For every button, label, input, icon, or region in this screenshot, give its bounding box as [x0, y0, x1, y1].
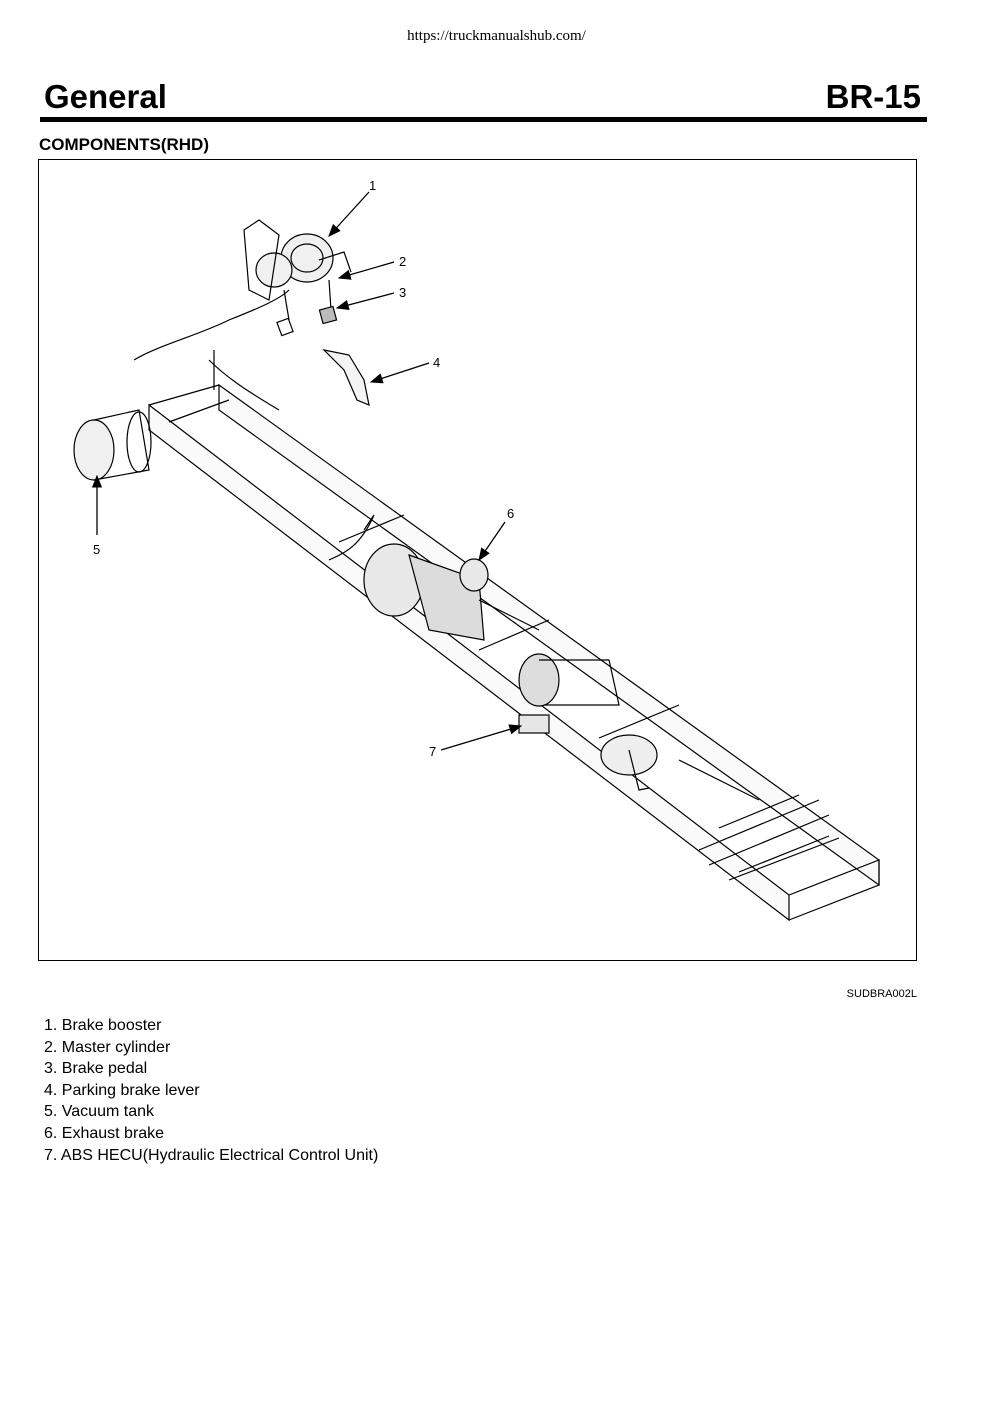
legend-item: 6. Exhaust brake: [44, 1124, 165, 1142]
exhaust-brake: [459, 558, 489, 592]
page-code: BR-15: [825, 78, 921, 115]
legend-item: 7. ABS HECU(Hydraulic Electrical Control…: [44, 1146, 379, 1164]
abs-hecu: [518, 714, 550, 734]
vacuum-tank: [73, 409, 152, 481]
subheading: COMPONENTS(RHD): [39, 135, 209, 154]
callout-3: 3: [399, 285, 406, 300]
callout-5: 5: [93, 542, 100, 557]
legend-item: 1. Brake booster: [44, 1017, 162, 1034]
legend-item: 3. Brake pedal: [44, 1060, 148, 1078]
chassis-illustration: 1 2 3 4 5 6 7: [73, 178, 880, 922]
brake-booster-assembly: [243, 219, 352, 337]
callout-4: 4: [433, 355, 440, 370]
source-url[interactable]: https://truckmanualshub.com/: [407, 28, 586, 44]
callout-6: 6: [507, 506, 514, 521]
parking-brake-lever: [322, 349, 370, 406]
component-legend: 1. Brake booster 2. Master cylinder 3. B…: [44, 1015, 378, 1166]
legend-item: 5. Vacuum tank: [44, 1103, 154, 1121]
rear-axle: [518, 653, 760, 801]
callout-7: 7: [429, 744, 436, 759]
header-rule: [40, 117, 927, 122]
legend-item: 4. Parking brake lever: [44, 1081, 200, 1099]
legend-item: 2. Master cylinder: [44, 1038, 171, 1056]
section-title: General: [44, 78, 167, 115]
callout-1: 1: [369, 178, 376, 193]
figure-code: SUDBRA002L: [846, 988, 917, 1000]
frame-rails: [148, 383, 880, 922]
callout-2: 2: [399, 254, 406, 269]
components-diagram: 1 2 3 4 5 6 7: [38, 159, 917, 961]
